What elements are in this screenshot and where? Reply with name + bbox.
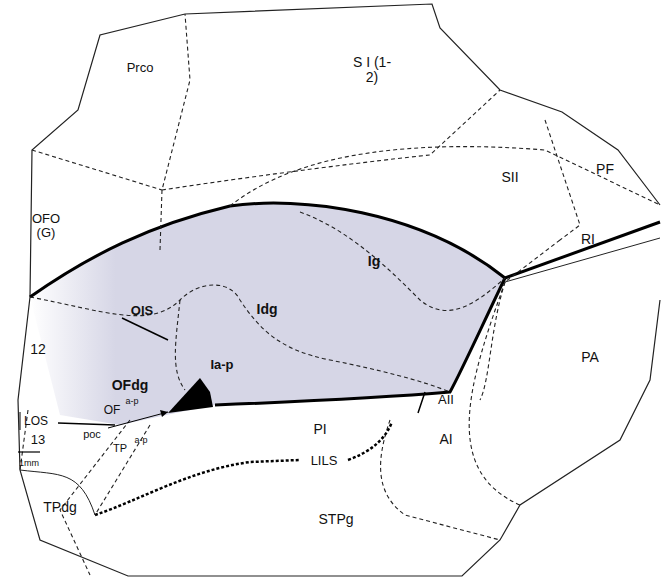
- region-label: a-p: [125, 397, 138, 407]
- region-label: PA: [581, 350, 599, 365]
- region-label: poc: [83, 428, 101, 440]
- region-label: AII: [438, 393, 454, 407]
- region-label: OlS: [131, 304, 153, 318]
- region-label: LOS: [24, 415, 48, 428]
- region-label: 1mm: [19, 459, 39, 469]
- region-label: STPg: [318, 512, 353, 527]
- region-label: OF: [104, 404, 121, 417]
- region-label: OFdg: [112, 378, 149, 393]
- region-label: LILS: [311, 454, 338, 468]
- region-label: Ig: [368, 254, 380, 269]
- region-label: PF: [596, 162, 614, 177]
- region-label: TP: [113, 442, 127, 454]
- region-label: AI: [439, 432, 452, 447]
- region-label: 12: [30, 342, 46, 357]
- region-label: 13: [31, 433, 45, 447]
- region-label: TPdg: [43, 500, 76, 515]
- region-label: Idg: [257, 302, 278, 317]
- region-label: OFO (G): [29, 212, 63, 241]
- region-label: Prco: [127, 61, 154, 75]
- region-label: Ia-p: [210, 358, 233, 372]
- region-label: a-p: [134, 436, 147, 446]
- region-label: PI: [313, 422, 326, 437]
- region-label: RI: [581, 232, 595, 247]
- region-label: SII: [501, 170, 518, 185]
- region-label: S I (1-2): [352, 55, 392, 86]
